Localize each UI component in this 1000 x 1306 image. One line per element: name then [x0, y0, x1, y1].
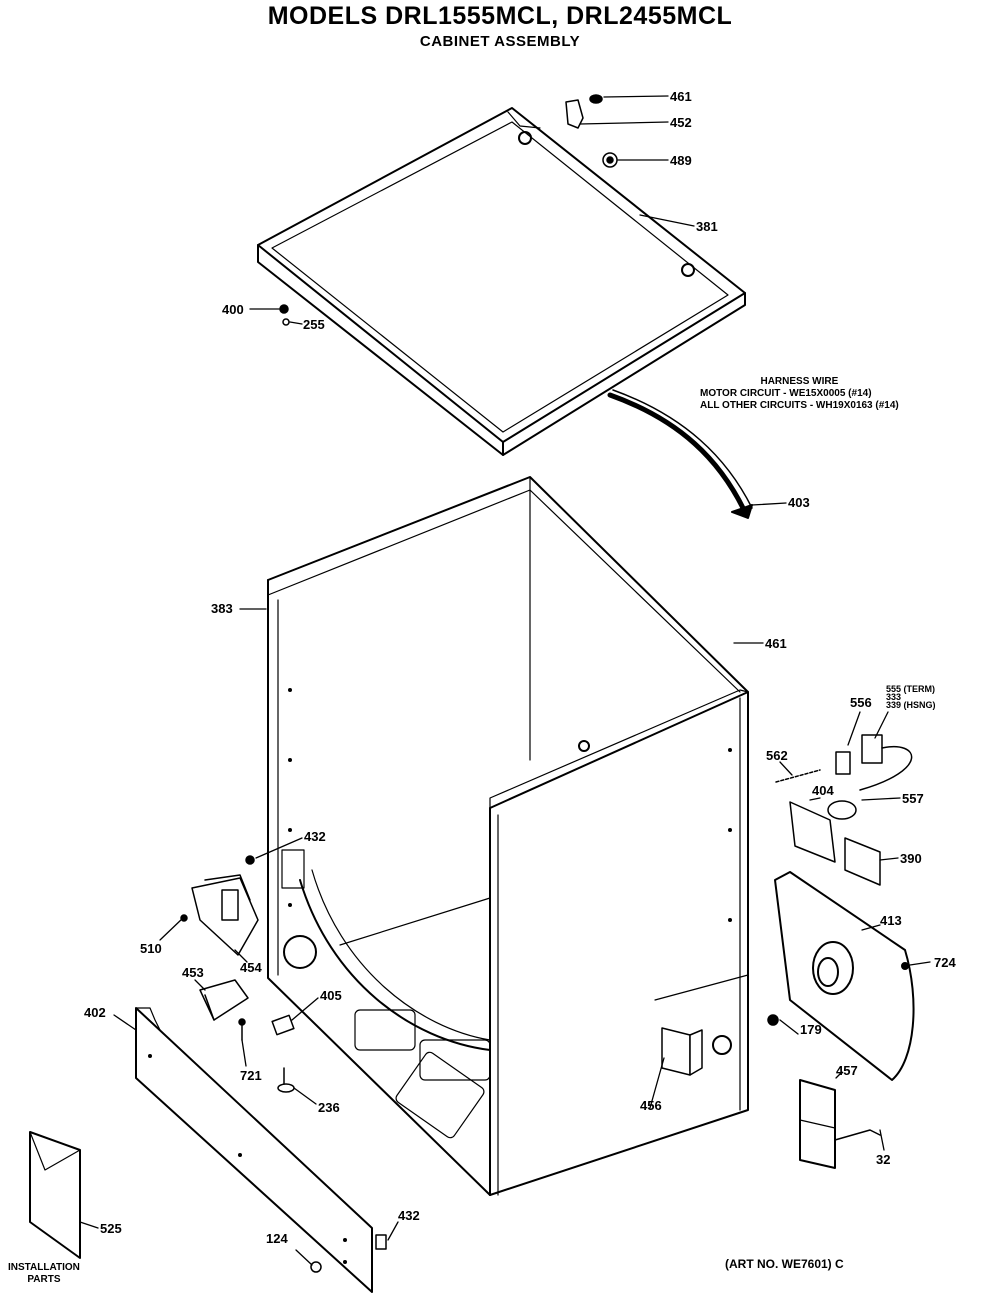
label-556: 556	[850, 695, 872, 710]
label-413: 413	[880, 913, 902, 928]
label-255: 255	[303, 317, 325, 332]
clip-432-bottom	[375, 1234, 387, 1250]
label-454: 454	[240, 960, 262, 975]
leader-lines	[79, 95, 931, 1266]
label-32: 32	[876, 1152, 890, 1167]
component-454	[180, 855, 259, 956]
label-402: 402	[84, 1005, 106, 1020]
back-panel	[774, 871, 915, 1081]
part-405	[271, 1014, 295, 1036]
screw-124	[310, 1261, 322, 1273]
label-381: 381	[696, 219, 718, 234]
harness-wire-note: HARNESS WIRE MOTOR CIRCUIT - WE15X0005 (…	[700, 376, 899, 412]
terminal-cover-457	[799, 1079, 881, 1169]
label-489: 489	[670, 153, 692, 168]
harness-heading: HARNESS WIRE	[760, 376, 839, 387]
label-461-mid: 461	[765, 636, 787, 651]
label-405: 405	[320, 988, 342, 1003]
installation-envelope	[29, 1131, 81, 1259]
installation-caption-line1: INSTALLATION	[8, 1262, 80, 1273]
label-404: 404	[812, 783, 834, 798]
label-333: 333	[886, 692, 901, 702]
screw-721	[238, 1018, 246, 1041]
part-labels: 461 452 489 381 400 255 403 383 461 555 …	[84, 89, 956, 1246]
screw-179	[767, 1014, 779, 1026]
diagram-subtitle: CABINET ASSEMBLY	[419, 33, 581, 50]
label-390: 390	[900, 851, 922, 866]
terminal-parts	[775, 734, 913, 886]
diagram-title: MODELS DRL1555MCL, DRL2455MCL	[267, 2, 733, 30]
label-432-bottom: 432	[398, 1208, 420, 1223]
toe-kick-panel	[135, 1007, 373, 1293]
label-339: 339 (HSNG)	[886, 700, 936, 710]
label-555: 555 (TERM)	[886, 684, 935, 694]
label-557: 557	[902, 791, 924, 806]
bracket-453	[199, 979, 249, 1021]
harness-line-other: ALL OTHER CIRCUITS - WH19X0163 (#14)	[700, 400, 899, 411]
label-400: 400	[222, 302, 244, 317]
bracket-456	[661, 1027, 703, 1076]
label-452: 452	[670, 115, 692, 130]
harness-wire	[607, 389, 753, 519]
leveling-leg-236	[277, 1067, 295, 1093]
label-525: 525	[100, 1221, 122, 1236]
installation-parts-caption: INSTALLATION PARTS	[8, 1262, 80, 1286]
cabinet	[267, 476, 749, 1196]
label-179: 179	[800, 1022, 822, 1037]
top-cover	[257, 107, 746, 456]
label-457: 457	[836, 1063, 858, 1078]
cover-hardware	[279, 94, 618, 326]
label-721: 721	[240, 1068, 262, 1083]
label-461-top: 461	[670, 89, 692, 104]
label-383: 383	[211, 601, 233, 616]
label-403: 403	[788, 495, 810, 510]
harness-line-motor: MOTOR CIRCUIT - WE15X0005 (#14)	[700, 388, 872, 399]
label-562: 562	[766, 748, 788, 763]
label-456: 456	[640, 1098, 662, 1113]
installation-caption-line2: PARTS	[27, 1274, 61, 1285]
label-724: 724	[934, 955, 956, 970]
art-number: (ART NO. WE7601) C	[725, 1257, 844, 1271]
label-510: 510	[140, 941, 162, 956]
label-453: 453	[182, 965, 204, 980]
label-124: 124	[266, 1231, 288, 1246]
label-432-left: 432	[304, 829, 326, 844]
label-236: 236	[318, 1100, 340, 1115]
